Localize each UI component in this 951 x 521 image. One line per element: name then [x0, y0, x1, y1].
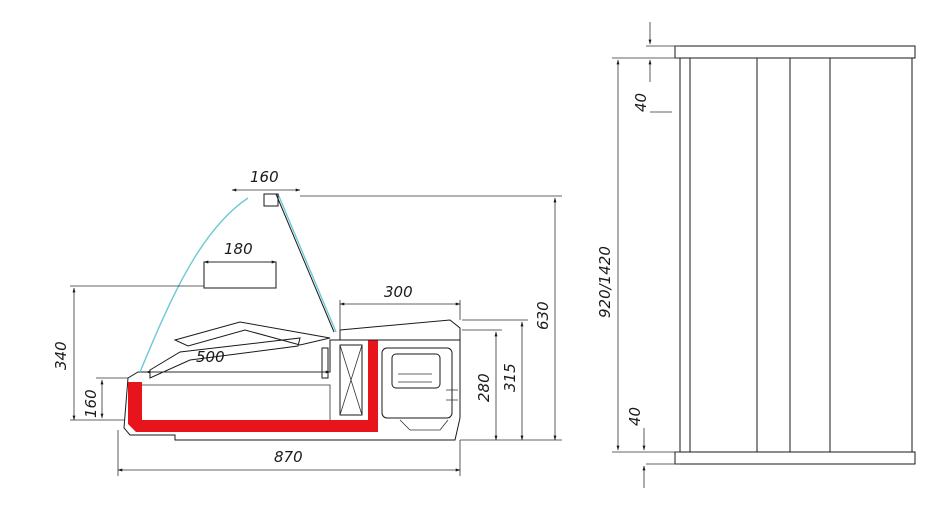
display-shelf: [149, 337, 301, 379]
dim-shelf: 180: [224, 240, 253, 258]
body-outline: [679, 57, 913, 453]
end-cap-top: [674, 45, 916, 59]
dim-end-top: 40: [632, 93, 650, 112]
dim-total-height: 630: [534, 301, 552, 330]
shelf-box: [203, 261, 277, 289]
dim-total-depth: 870: [274, 448, 303, 466]
rear-counter: [339, 319, 461, 341]
dim-end-bottom: 40: [626, 407, 644, 426]
dim-315: 315: [501, 363, 519, 392]
dim-compressor: 300: [384, 283, 413, 301]
glass-clip: [263, 193, 279, 207]
dim-glass-top: 160: [250, 168, 279, 186]
glass-post: [321, 347, 329, 379]
dim-280: 280: [475, 373, 493, 402]
inner-bin: [142, 384, 331, 420]
upper-shelf: [173, 321, 331, 347]
dim-display-height: 340: [52, 341, 70, 370]
insulation: [128, 340, 378, 432]
dim-length: 920/1420: [596, 246, 614, 318]
compressor: [381, 347, 458, 431]
dim-base-height: 160: [82, 389, 100, 418]
rear-glass: [277, 193, 337, 333]
side-view: 160 180 300 630 315 280 340 160 500: [52, 168, 562, 476]
front-glass: [139, 197, 249, 373]
dim-interior-depth: 500: [196, 348, 225, 366]
evaporator-box: [339, 344, 363, 416]
front-view: 920/1420 40 40: [596, 22, 916, 488]
end-cap-bottom: [674, 451, 916, 465]
